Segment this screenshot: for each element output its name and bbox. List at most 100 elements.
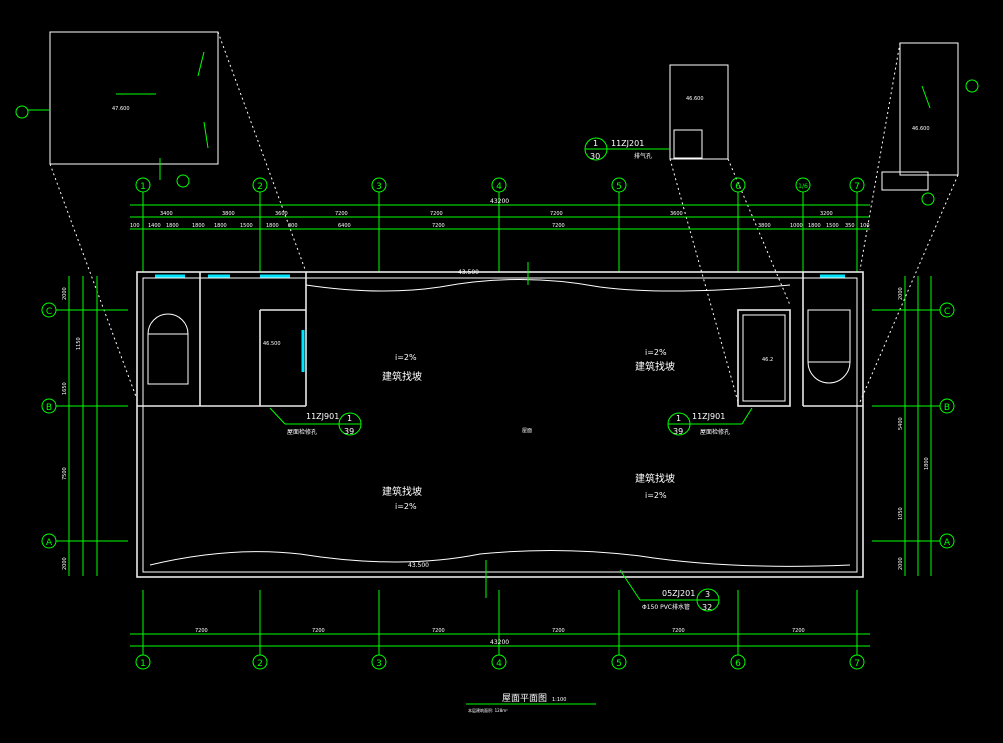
svg-text:1050: 1050 xyxy=(898,507,904,520)
roof-center-text: 屋面 xyxy=(522,428,532,434)
svg-text:1800: 1800 xyxy=(166,223,179,229)
roof-labels: 43.500 43.500 i=2% 建筑找坡 i=2% 建筑找坡 建筑找坡 i… xyxy=(263,269,773,569)
svg-text:1500: 1500 xyxy=(240,223,253,229)
svg-text:3200: 3200 xyxy=(820,211,833,217)
inset-left-elev: 47.600 xyxy=(112,106,130,112)
svg-text:5: 5 xyxy=(616,659,622,669)
inset-right-elev: 46.600 xyxy=(912,126,930,132)
svg-text:A: A xyxy=(46,538,53,548)
svg-text:100: 100 xyxy=(130,223,140,229)
inset-mid-elev: 46.600 xyxy=(686,96,704,102)
axis-top-1-6: 1/6 xyxy=(795,177,811,193)
svg-text:11ZJ901: 11ZJ901 xyxy=(692,412,725,421)
ref3-sheet: 30 xyxy=(590,152,600,161)
svg-text:1800: 1800 xyxy=(808,223,821,229)
drainage xyxy=(149,262,851,598)
svg-text:1650: 1650 xyxy=(62,382,68,395)
svg-text:1/6: 1/6 xyxy=(798,183,808,190)
detail-ref-4: 3 32 05ZJ201 Φ150 PVC排水管 xyxy=(619,569,720,612)
axis-top-4: 4 xyxy=(491,177,507,193)
drawing-scale: 1:100 xyxy=(552,697,566,703)
find-slope-1: 建筑找坡 xyxy=(382,370,422,383)
svg-text:5400: 5400 xyxy=(898,417,904,430)
svg-text:350: 350 xyxy=(845,223,855,229)
detail-ref-1: 1 39 11ZJ901 屋面检修孔 xyxy=(269,407,362,436)
svg-text:05ZJ201: 05ZJ201 xyxy=(662,589,695,598)
svg-text:7200: 7200 xyxy=(312,628,325,634)
inset-right: 46.600 xyxy=(859,42,979,403)
axis-bottom-6: 6 xyxy=(730,654,746,670)
dim-top-total: 43200 xyxy=(490,198,509,205)
svg-text:11ZJ901: 11ZJ901 xyxy=(306,412,339,421)
svg-text:1000: 1000 xyxy=(790,223,803,229)
svg-text:4: 4 xyxy=(496,182,502,192)
axis-top-3: 3 xyxy=(371,177,387,193)
room-elev-2: 46.2 xyxy=(762,357,773,363)
svg-text:6400: 6400 xyxy=(338,223,351,229)
dim-bottom-total: 43200 xyxy=(490,639,509,646)
axis-left-A: A xyxy=(41,533,57,549)
svg-text:7200: 7200 xyxy=(432,223,445,229)
svg-text:1: 1 xyxy=(676,414,681,423)
axis-bottom-1: 1 xyxy=(135,654,151,670)
svg-text:C: C xyxy=(944,307,950,317)
detail-ref-2: 1 39 11ZJ901 屋面检修孔 xyxy=(667,407,753,436)
ref3-text: 排气孔 xyxy=(634,152,652,160)
axis-bubbles: 1 2 3 4 5 6 1/6 7 1 2 3 4 5 6 7 C B A C … xyxy=(41,177,955,670)
dimension-lines xyxy=(68,204,932,647)
svg-text:7200: 7200 xyxy=(792,628,805,634)
room-elev: 46.500 xyxy=(263,341,281,347)
svg-text:3: 3 xyxy=(376,659,382,669)
svg-text:C: C xyxy=(46,307,52,317)
svg-text:7500: 7500 xyxy=(62,467,68,480)
find-slope-3: 建筑找坡 xyxy=(382,485,422,498)
axis-right-C: C xyxy=(939,302,955,318)
slope-1: i=2% xyxy=(395,353,417,362)
svg-text:39: 39 xyxy=(673,427,683,436)
svg-text:1150: 1150 xyxy=(76,337,82,350)
svg-text:7200: 7200 xyxy=(335,211,348,217)
svg-text:1800: 1800 xyxy=(924,457,930,470)
drawing-subtitle: 本层建筑面积: 128m² xyxy=(468,707,508,713)
parapet-elev-bottom: 43.500 xyxy=(408,562,429,569)
svg-text:3600: 3600 xyxy=(670,211,683,217)
axis-bottom-4: 4 xyxy=(491,654,507,670)
find-slope-4: 建筑找坡 xyxy=(635,472,675,485)
drawing-title: 屋面平面图 xyxy=(502,693,547,704)
pipe-text: Φ150 PVC排水管 xyxy=(642,603,690,611)
axis-right-A: A xyxy=(939,533,955,549)
inset-left: 47.600 xyxy=(15,31,307,403)
svg-text:1800: 1800 xyxy=(192,223,205,229)
svg-text:1800: 1800 xyxy=(266,223,279,229)
svg-text:1400: 1400 xyxy=(148,223,161,229)
axis-left-B: B xyxy=(41,398,57,414)
title-block: 屋面平面图 1:100 本层建筑面积: 128m² xyxy=(466,693,596,713)
axis-top-7: 7 xyxy=(849,177,865,193)
svg-text:7200: 7200 xyxy=(430,211,443,217)
slope-4: i=2% xyxy=(645,491,667,500)
svg-text:2: 2 xyxy=(257,182,263,192)
svg-text:7200: 7200 xyxy=(432,628,445,634)
svg-text:7: 7 xyxy=(854,182,860,192)
axis-top-6: 6 xyxy=(730,177,746,193)
axis-top-5: 5 xyxy=(611,177,627,193)
dimension-text: 43200 3400 3800 3600 7200 7200 7200 3600… xyxy=(62,198,930,646)
svg-text:7: 7 xyxy=(854,659,860,669)
axis-bottom-5: 5 xyxy=(611,654,627,670)
slope-3: i=2% xyxy=(395,502,417,511)
svg-text:2000: 2000 xyxy=(898,557,904,570)
axis-right-B: B xyxy=(939,398,955,414)
find-slope-2: 建筑找坡 xyxy=(635,360,675,373)
svg-text:5: 5 xyxy=(616,182,622,192)
slope-2: i=2% xyxy=(645,348,667,357)
svg-text:32: 32 xyxy=(702,603,712,612)
svg-text:屋面检修孔: 屋面检修孔 xyxy=(287,428,317,436)
svg-text:2000: 2000 xyxy=(62,287,68,300)
svg-text:800: 800 xyxy=(288,223,298,229)
svg-text:屋面检修孔: 屋面检修孔 xyxy=(700,428,730,436)
axis-left-C: C xyxy=(41,302,57,318)
svg-text:B: B xyxy=(46,403,52,413)
svg-text:1800: 1800 xyxy=(214,223,227,229)
svg-text:7200: 7200 xyxy=(552,223,565,229)
